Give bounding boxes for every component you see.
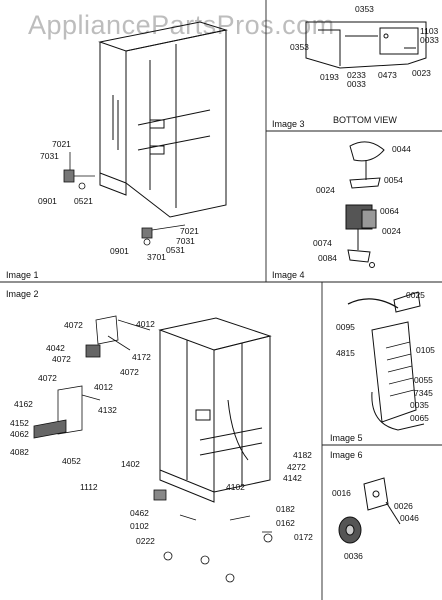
image2-casters xyxy=(153,489,273,583)
panel-label-image2: Image 2 xyxy=(6,289,39,299)
part-label: 0901 xyxy=(38,196,57,206)
part-label: 4152 xyxy=(10,418,29,428)
part-label: 0901 xyxy=(110,246,129,256)
part-label: 7031 xyxy=(176,236,195,246)
part-label: 4082 xyxy=(10,447,29,457)
part-label: 0193 xyxy=(320,72,339,82)
panel-label-image5: Image 5 xyxy=(330,433,363,443)
part-label: 0102 xyxy=(130,521,149,531)
image1-hinge-right xyxy=(141,224,186,246)
part-label: 0026 xyxy=(394,501,413,511)
image1-part-labels: 7021 7031 0901 0521 7021 7031 0901 3701 … xyxy=(6,139,199,280)
part-label: 4012 xyxy=(94,382,113,392)
part-label: 7031 xyxy=(40,151,59,161)
part-label: 4172 xyxy=(132,352,151,362)
part-label: 0023 xyxy=(412,68,431,78)
part-label: 4072 xyxy=(120,367,139,377)
part-label: 4072 xyxy=(38,373,57,383)
part-label: 0222 xyxy=(136,536,155,546)
image5-part-labels: 0025 0095 0105 4815 0055 7345 0035 0065 … xyxy=(330,290,435,443)
part-label: 0016 xyxy=(332,488,351,498)
part-label: 4815 xyxy=(336,348,355,358)
image5-ice-maker xyxy=(347,291,425,431)
part-label: 7345 xyxy=(414,388,433,398)
image4-part-labels: 0044 0054 0024 0064 0024 0074 0084 Image… xyxy=(272,144,411,280)
image3-part-labels: 0353 1103 0033 0353 0193 0233 0033 0473 … xyxy=(272,4,439,129)
part-label: 0162 xyxy=(276,518,295,528)
part-label: 4042 xyxy=(46,343,65,353)
part-label: 0035 xyxy=(410,400,429,410)
part-label: 0065 xyxy=(410,413,429,423)
part-label: 0353 xyxy=(355,4,374,14)
part-label: 0064 xyxy=(380,206,399,216)
part-label: 0462 xyxy=(130,508,149,518)
part-label: 0054 xyxy=(384,175,403,185)
part-label: 0044 xyxy=(392,144,411,154)
part-label: 4142 xyxy=(283,473,302,483)
part-label: 0033 xyxy=(420,35,439,45)
part-label: 0105 xyxy=(416,345,435,355)
part-label: 0074 xyxy=(313,238,332,248)
part-label: 4052 xyxy=(62,456,81,466)
part-label: 0046 xyxy=(400,513,419,523)
part-label: 4072 xyxy=(52,354,71,364)
image2-hinge-bottom xyxy=(33,385,101,439)
part-label: 0024 xyxy=(316,185,335,195)
part-label: 4132 xyxy=(98,405,117,415)
part-label: 0033 xyxy=(347,79,366,89)
part-label: 1402 xyxy=(121,459,140,469)
part-label: 0473 xyxy=(378,70,397,80)
part-label: 0036 xyxy=(344,551,363,561)
part-label: 0353 xyxy=(290,42,309,52)
part-label: 4102 xyxy=(226,482,245,492)
part-label: 0025 xyxy=(406,290,425,300)
image3-bottom-view xyxy=(305,21,427,69)
part-label: 4072 xyxy=(64,320,83,330)
part-label: 0172 xyxy=(294,532,313,542)
part-label: 0095 xyxy=(336,322,355,332)
part-label: 4182 xyxy=(293,450,312,460)
part-label: 7021 xyxy=(52,139,71,149)
part-label: 0531 xyxy=(166,245,185,255)
image3-caption: BOTTOM VIEW xyxy=(333,115,397,125)
part-label: 0233 xyxy=(347,70,366,80)
image2-fridge-cabinet xyxy=(158,317,272,503)
part-label: 0182 xyxy=(276,504,295,514)
part-label: 4062 xyxy=(10,429,29,439)
image1-fridge-cabinet xyxy=(98,21,228,218)
part-label: 0055 xyxy=(414,375,433,385)
image6-part-labels: Image 6 0016 0026 0046 0036 xyxy=(330,450,419,561)
part-label: 4162 xyxy=(14,399,33,409)
part-label: 3701 xyxy=(147,252,166,262)
panel-label-image6: Image 6 xyxy=(330,450,363,460)
panel-label-image1: Image 1 xyxy=(6,270,39,280)
image1-hinge-left xyxy=(63,152,95,190)
image2-part-labels: Image 2 4072 4012 4042 4072 4172 4072 40… xyxy=(6,289,313,546)
image6-roller-assembly xyxy=(338,477,401,544)
panel-label-image4: Image 4 xyxy=(272,270,305,280)
panel-label-image3: Image 3 xyxy=(272,119,305,129)
part-label: 4012 xyxy=(136,319,155,329)
watermark-text: AppliancePartsPros.com xyxy=(28,10,335,40)
image2-hinge-top xyxy=(85,315,151,358)
part-label: 0521 xyxy=(74,196,93,206)
part-label: 1112 xyxy=(80,482,98,492)
part-label: 4272 xyxy=(287,462,306,472)
part-label: 0084 xyxy=(318,253,337,263)
part-label: 7021 xyxy=(180,226,199,236)
part-label: 0024 xyxy=(382,226,401,236)
image4-damper-assembly xyxy=(345,141,385,268)
part-label: 1103 xyxy=(420,26,439,36)
